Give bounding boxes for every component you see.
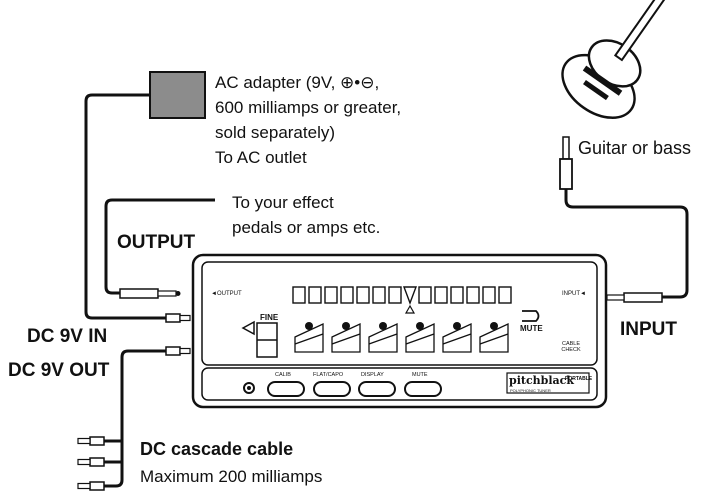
fine-label: FINE (260, 313, 279, 322)
dc-in-plug-icon (165, 313, 191, 323)
input-plug-icon (602, 292, 663, 303)
effects-line: pedals or amps etc. (232, 218, 381, 237)
cable-check-label: CABLE CHECK (561, 341, 581, 353)
guitar-icon (561, 0, 670, 119)
cascade-title: DC cascade cable (140, 439, 294, 459)
output-cable (104, 198, 215, 295)
effects-note: To your effect pedals or amps etc. (232, 190, 380, 240)
output-plug-icon (119, 288, 181, 299)
string-indicators (294, 322, 509, 353)
ac-adapter-line: To AC outlet (215, 148, 307, 167)
brand-subtitle: POLYPHONIC TUNER (510, 388, 551, 393)
guitar-label: Guitar or bass (578, 138, 692, 158)
device-output-jack-label: ◄OUTPUT (211, 291, 242, 297)
tuner-device (191, 253, 608, 409)
brand-badge: PORTABLE (565, 376, 593, 382)
display-button[interactable]: DISPLAY (361, 372, 384, 378)
brand-logo: pitchblack (509, 374, 574, 387)
mute-icon (522, 310, 540, 322)
mute-indicator-label: MUTE (520, 324, 543, 333)
tuning-meter (292, 286, 512, 305)
dc-out-label: DC 9V OUT (8, 360, 110, 381)
adapter-cable (84, 93, 166, 320)
ac-adapter-line: AC adapter (9V, ⊕•⊖, (215, 73, 380, 92)
cascade-subtitle: Maximum 200 milliamps (140, 467, 323, 486)
device-input-jack-label: INPUT◄ (562, 291, 586, 297)
flat-capo-button[interactable]: FLAT/CAPO (313, 372, 344, 378)
effects-line: To your effect (232, 193, 334, 212)
output-label: OUTPUT (117, 232, 196, 253)
input-label: INPUT (620, 319, 677, 340)
ac-adapter-note: AC adapter (9V, ⊕•⊖, 600 milliamps or gr… (215, 70, 401, 170)
input-cable (564, 189, 689, 299)
mute-button[interactable]: MUTE (412, 372, 428, 378)
ac-adapter-box (149, 71, 206, 119)
note-display (241, 320, 278, 358)
cascade-cable (104, 349, 166, 488)
dc-in-label: DC 9V IN (27, 326, 108, 347)
cascade-plugs-icon (77, 436, 105, 491)
ac-adapter-line: 600 milliamps or greater, (215, 98, 402, 117)
dc-out-plug-icon (165, 346, 191, 356)
calib-button[interactable]: CALIB (275, 372, 291, 378)
ac-adapter-line: sold separately) (215, 123, 336, 142)
guitar-plug-icon (559, 136, 573, 190)
